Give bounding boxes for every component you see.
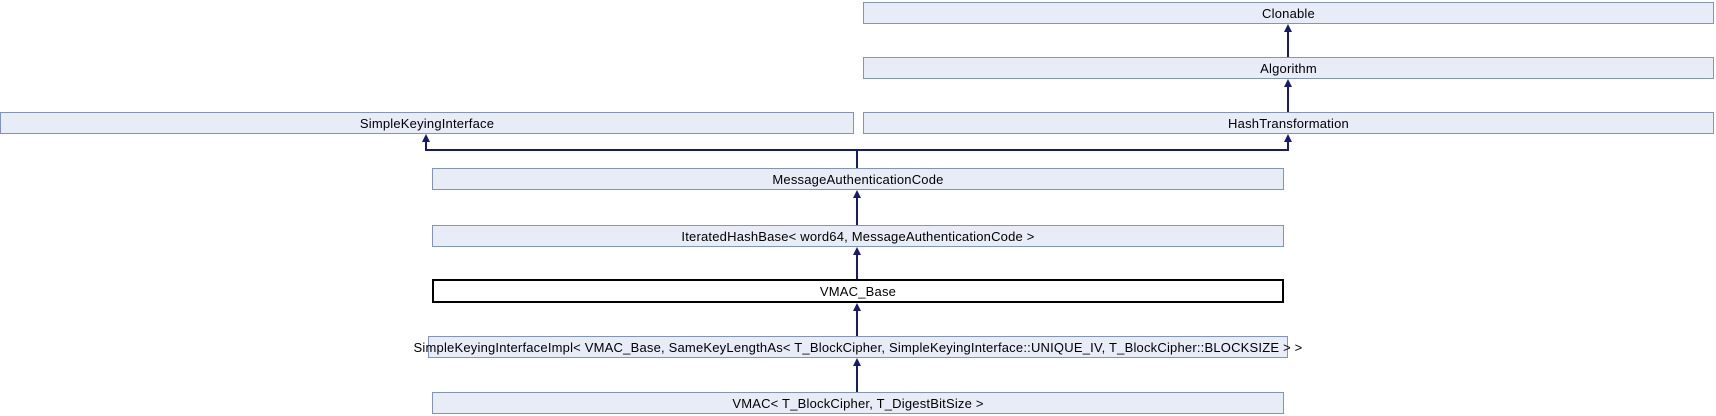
- edge-mac-branch-stem: [856, 149, 858, 168]
- arrow-up-icon: [1284, 24, 1292, 32]
- class-node-label: VMAC< T_BlockCipher, T_DigestBitSize >: [732, 395, 984, 411]
- class-node-vmac[interactable]: VMAC< T_BlockCipher, T_DigestBitSize >: [432, 392, 1284, 414]
- class-node-label: VMAC_Base: [819, 283, 897, 299]
- edge-mac-to-hash-transformation: [1287, 141, 1289, 151]
- arrow-up-icon: [853, 247, 861, 255]
- arrow-up-icon: [853, 303, 861, 311]
- arrow-up-icon: [853, 358, 861, 366]
- arrow-up-icon: [1284, 79, 1292, 87]
- edge-simple-keying-interface-impl-to-vmac-base: [856, 310, 858, 336]
- edge-hash-transformation-to-algorithm: [1287, 86, 1289, 112]
- class-node-label: Clonable: [1262, 5, 1315, 21]
- class-node-simple-keying-interface-impl[interactable]: SimpleKeyingInterfaceImpl< VMAC_Base, Sa…: [414, 336, 1302, 358]
- class-node-clonable[interactable]: Clonable: [863, 2, 1714, 24]
- edge-vmac-to-simple-keying-interface-impl: [856, 365, 858, 392]
- class-node-label: SimpleKeyingInterfaceImpl< VMAC_Base, Sa…: [413, 339, 1303, 355]
- edge-algorithm-to-clonable: [1287, 31, 1289, 57]
- edge-vmac-base-to-iterated-hash-base: [856, 254, 858, 279]
- class-node-message-authentication-code[interactable]: MessageAuthenticationCode: [432, 168, 1284, 190]
- class-node-label: SimpleKeyingInterface: [359, 115, 495, 131]
- class-node-hash-transformation[interactable]: HashTransformation: [863, 112, 1714, 134]
- edge-iterated-hash-base-to-mac: [856, 197, 858, 225]
- class-node-algorithm[interactable]: Algorithm: [863, 57, 1714, 79]
- class-node-iterated-hash-base[interactable]: IteratedHashBase< word64, MessageAuthent…: [432, 225, 1284, 247]
- arrow-up-icon: [1284, 134, 1292, 142]
- class-node-label: HashTransformation: [1228, 115, 1349, 131]
- arrow-up-icon: [422, 134, 430, 142]
- class-node-label: Algorithm: [1260, 60, 1317, 76]
- class-node-label: MessageAuthenticationCode: [772, 171, 944, 187]
- class-node-label: IteratedHashBase< word64, MessageAuthent…: [681, 228, 1035, 244]
- edge-mac-to-simple-keying-interface: [425, 141, 427, 151]
- class-node-simple-keying-interface[interactable]: SimpleKeyingInterface: [0, 112, 854, 134]
- class-node-vmac-base-current: VMAC_Base: [432, 279, 1284, 303]
- arrow-up-icon: [853, 190, 861, 198]
